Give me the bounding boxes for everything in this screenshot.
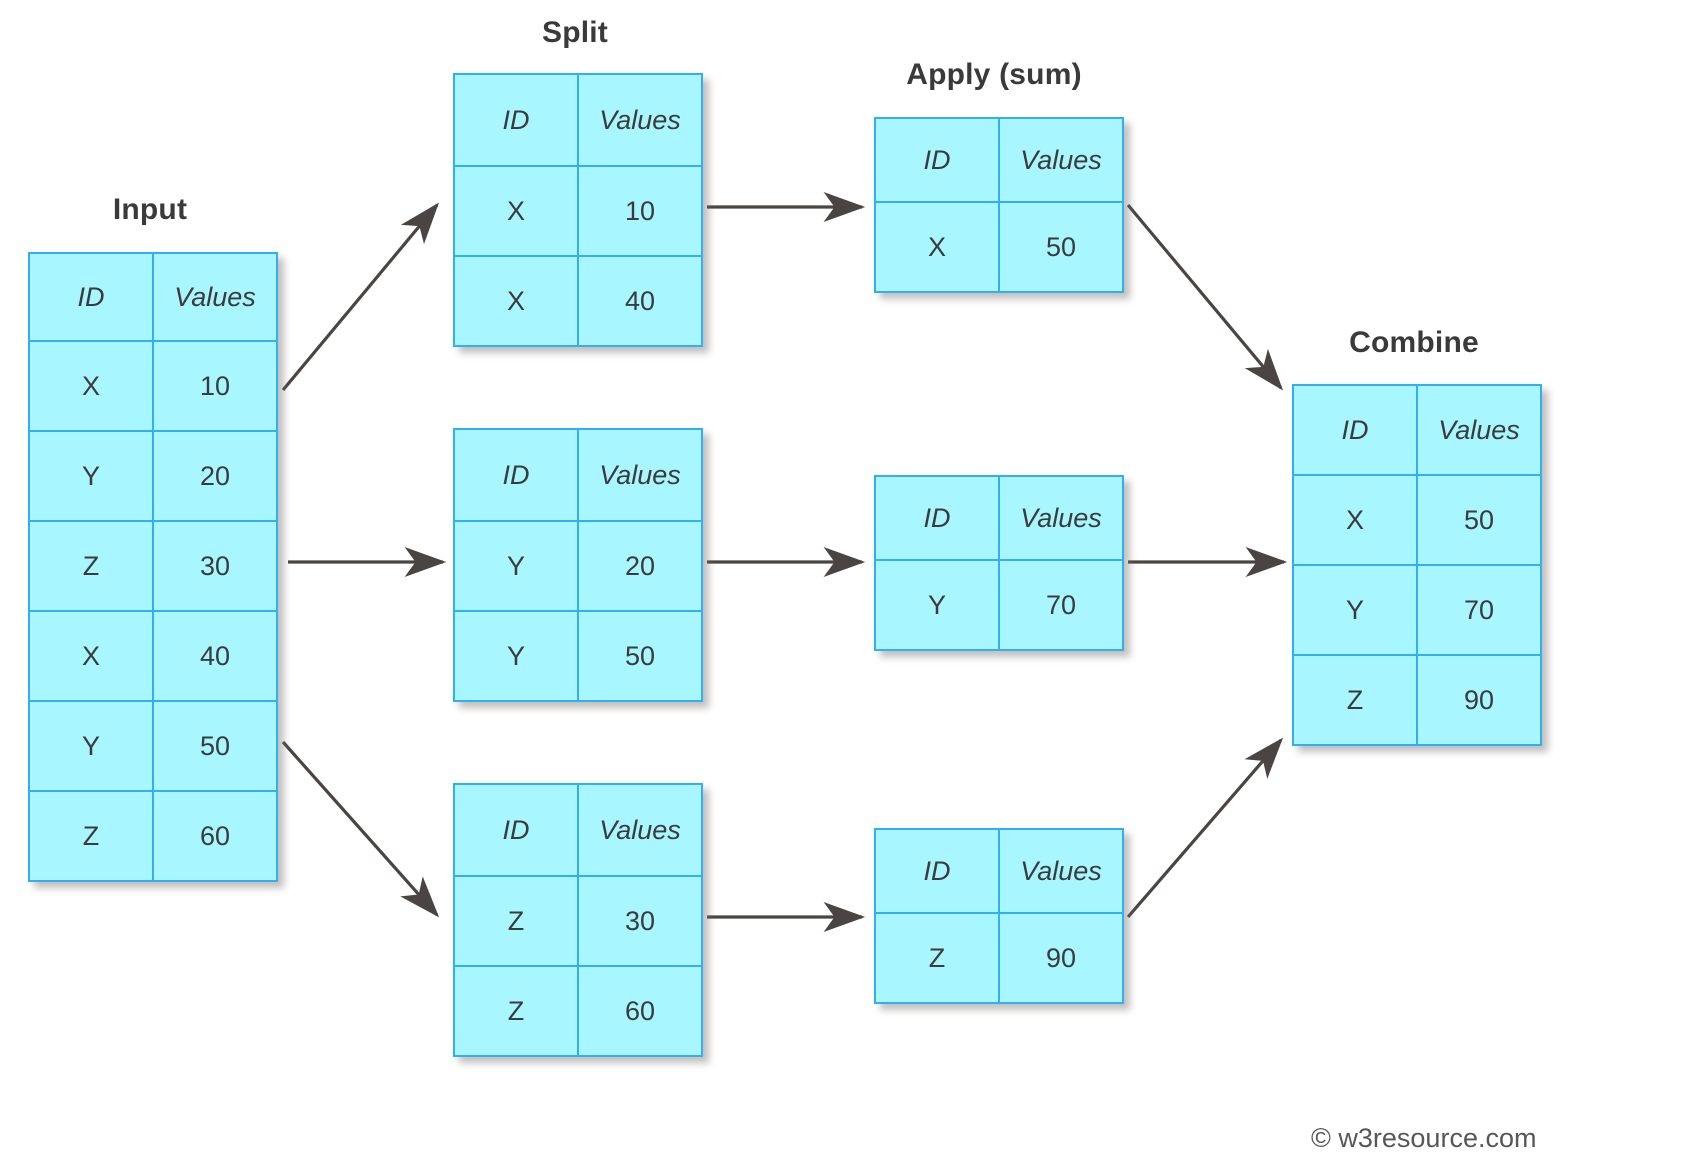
cell-value: 10 xyxy=(577,165,703,257)
column-header-values: Values xyxy=(1416,384,1542,476)
table-row: Y 20 xyxy=(453,520,703,612)
arrow-apply-x-to-combine xyxy=(1126,203,1284,391)
column-header-values: Values xyxy=(577,428,703,522)
table-row-header: ID Values xyxy=(453,783,703,877)
cell-value: 70 xyxy=(1416,564,1542,656)
cell-value: 40 xyxy=(577,255,703,347)
table-row: X 10 xyxy=(453,165,703,257)
cell-value: 60 xyxy=(152,790,278,882)
table-row-header: ID Values xyxy=(1292,384,1542,476)
column-header-id: ID xyxy=(1292,384,1418,476)
cell-value: 50 xyxy=(577,610,703,702)
cell-id: Z xyxy=(28,520,154,612)
cell-id: Z xyxy=(1292,654,1418,746)
table-row: X 40 xyxy=(28,610,278,702)
table-row: Y 20 xyxy=(28,430,278,522)
cell-id: Z xyxy=(453,965,579,1057)
column-header-values: Values xyxy=(998,475,1124,561)
title-split: Split xyxy=(542,16,608,49)
cell-value: 20 xyxy=(577,520,703,612)
table-row-header: ID Values xyxy=(874,475,1124,561)
cell-id: X xyxy=(453,255,579,347)
table-row: Z 60 xyxy=(28,790,278,882)
table-apply-z: ID Values Z 90 xyxy=(874,828,1124,1004)
column-header-id: ID xyxy=(453,783,579,877)
column-header-values: Values xyxy=(998,117,1124,203)
column-header-values: Values xyxy=(152,252,278,342)
cell-id: Z xyxy=(28,790,154,882)
table-row: Y 70 xyxy=(1292,564,1542,656)
cell-id: Y xyxy=(453,610,579,702)
table-row-header: ID Values xyxy=(874,828,1124,914)
table-row-header: ID Values xyxy=(28,252,278,342)
table-row: Z 60 xyxy=(453,965,703,1057)
table-split-y: ID Values Y 20 Y 50 xyxy=(453,428,703,702)
cell-value: 90 xyxy=(998,912,1124,1004)
cell-id: Y xyxy=(28,430,154,522)
cell-value: 10 xyxy=(152,340,278,432)
column-header-values: Values xyxy=(998,828,1124,914)
table-apply-x: ID Values X 50 xyxy=(874,117,1124,293)
column-header-id: ID xyxy=(874,117,1000,203)
table-row: X 40 xyxy=(453,255,703,347)
arrow-input-to-split-z xyxy=(281,740,440,918)
cell-value: 70 xyxy=(998,559,1124,651)
table-row: Z 90 xyxy=(874,912,1124,1004)
cell-value: 30 xyxy=(152,520,278,612)
cell-id: Y xyxy=(874,559,1000,651)
table-row: X 50 xyxy=(1292,474,1542,566)
table-row-header: ID Values xyxy=(874,117,1124,203)
column-header-id: ID xyxy=(453,428,579,522)
table-row: Z 30 xyxy=(453,875,703,967)
title-combine: Combine xyxy=(1349,326,1479,359)
table-input: ID Values X 10 Y 20 Z 30 X 40 Y 50 Z 60 xyxy=(28,252,278,882)
table-combine: ID Values X 50 Y 70 Z 90 xyxy=(1292,384,1542,746)
watermark-credit: © w3resource.com xyxy=(1311,1123,1537,1153)
column-header-id: ID xyxy=(874,475,1000,561)
cell-value: 90 xyxy=(1416,654,1542,746)
cell-id: Z xyxy=(453,875,579,967)
title-apply: Apply (sum) xyxy=(906,58,1082,91)
cell-value: 20 xyxy=(152,430,278,522)
cell-id: X xyxy=(28,340,154,432)
table-row: X 10 xyxy=(28,340,278,432)
table-row: Y 50 xyxy=(28,700,278,792)
cell-id: Y xyxy=(453,520,579,612)
table-split-z: ID Values Z 30 Z 60 xyxy=(453,783,703,1057)
cell-value: 50 xyxy=(998,201,1124,293)
title-input: Input xyxy=(112,193,188,226)
arrow-input-to-split-x xyxy=(281,202,440,392)
column-header-id: ID xyxy=(453,73,579,167)
table-row: Y 50 xyxy=(453,610,703,702)
cell-id: X xyxy=(453,165,579,257)
table-row: Y 70 xyxy=(874,559,1124,651)
cell-id: Y xyxy=(28,700,154,792)
cell-id: Z xyxy=(874,912,1000,1004)
cell-id: Y xyxy=(1292,564,1418,656)
cell-id: X xyxy=(1292,474,1418,566)
column-header-values: Values xyxy=(577,783,703,877)
column-header-id: ID xyxy=(874,828,1000,914)
table-apply-y: ID Values Y 70 xyxy=(874,475,1124,651)
column-header-values: Values xyxy=(577,73,703,167)
cell-value: 50 xyxy=(152,700,278,792)
cell-value: 40 xyxy=(152,610,278,702)
cell-id: X xyxy=(874,201,1000,293)
table-row-header: ID Values xyxy=(453,428,703,522)
column-header-id: ID xyxy=(28,252,154,342)
cell-value: 50 xyxy=(1416,474,1542,566)
table-split-x: ID Values X 10 X 40 xyxy=(453,73,703,347)
cell-id: X xyxy=(28,610,154,702)
table-row-header: ID Values xyxy=(453,73,703,167)
table-row: X 50 xyxy=(874,201,1124,293)
table-row: Z 30 xyxy=(28,520,278,612)
arrow-apply-z-to-combine xyxy=(1126,737,1284,919)
cell-value: 30 xyxy=(577,875,703,967)
table-row: Z 90 xyxy=(1292,654,1542,746)
cell-value: 60 xyxy=(577,965,703,1057)
